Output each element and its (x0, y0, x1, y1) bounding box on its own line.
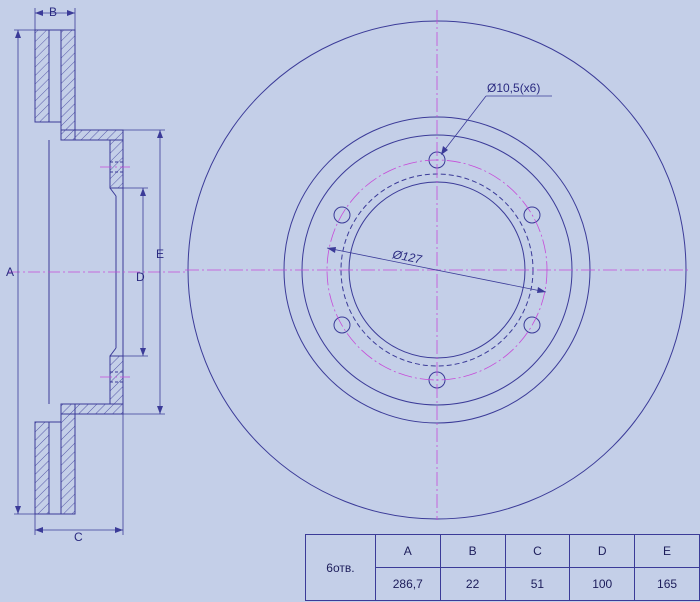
dim-d-label: D (136, 270, 145, 284)
table-header-row: 6отв. A B C D E (305, 534, 700, 601)
hub-ring-top (109, 139, 124, 189)
value-d: 100 (569, 567, 636, 601)
bolt-hole-5 (333, 316, 351, 334)
right-plate-top (60, 29, 76, 131)
pcd-callout: Ø127 (390, 247, 424, 267)
callout-arrows (327, 146, 546, 293)
right-plate-bottom (60, 413, 76, 515)
header-c: C (504, 534, 571, 568)
dim-e-label: E (156, 247, 164, 261)
header-e: E (634, 534, 700, 568)
hub-ring-bottom (109, 355, 124, 405)
side-section-view (34, 29, 124, 515)
dim-b-label: B (49, 5, 57, 19)
value-a: 286,7 (374, 567, 441, 601)
value-e: 165 (634, 567, 700, 601)
callout-leaders (326, 95, 552, 293)
left-plate-bottom (34, 421, 50, 515)
dimension-table: 6отв. A B C D E 286,7 22 51 100 165 (305, 534, 700, 601)
bolt-circle (326, 159, 548, 381)
bolt-hole-6 (333, 206, 351, 224)
table-value-row: 286,7 22 51 100 165 (306, 567, 700, 601)
holes-count-cell: 6отв. (305, 534, 376, 601)
value-c: 51 (504, 567, 571, 601)
hub-flange-top (60, 129, 124, 141)
dim-a-label: A (6, 265, 14, 279)
dimension-arrows (15, 10, 163, 533)
side-center-lines (8, 166, 185, 378)
hub-flange-bottom (60, 403, 124, 415)
dim-c-label: C (74, 530, 83, 544)
left-plate-top (34, 29, 50, 123)
side-dimensions (14, 8, 165, 535)
front-center-lines (185, 10, 690, 520)
header-a: A (374, 534, 441, 568)
header-d: D (569, 534, 636, 568)
value-b: 22 (439, 567, 506, 601)
bolt-hole-3 (523, 316, 541, 334)
hole-callout: Ø10,5(x6) (487, 81, 540, 95)
header-b: B (439, 534, 506, 568)
bolt-hole-2 (523, 206, 541, 224)
